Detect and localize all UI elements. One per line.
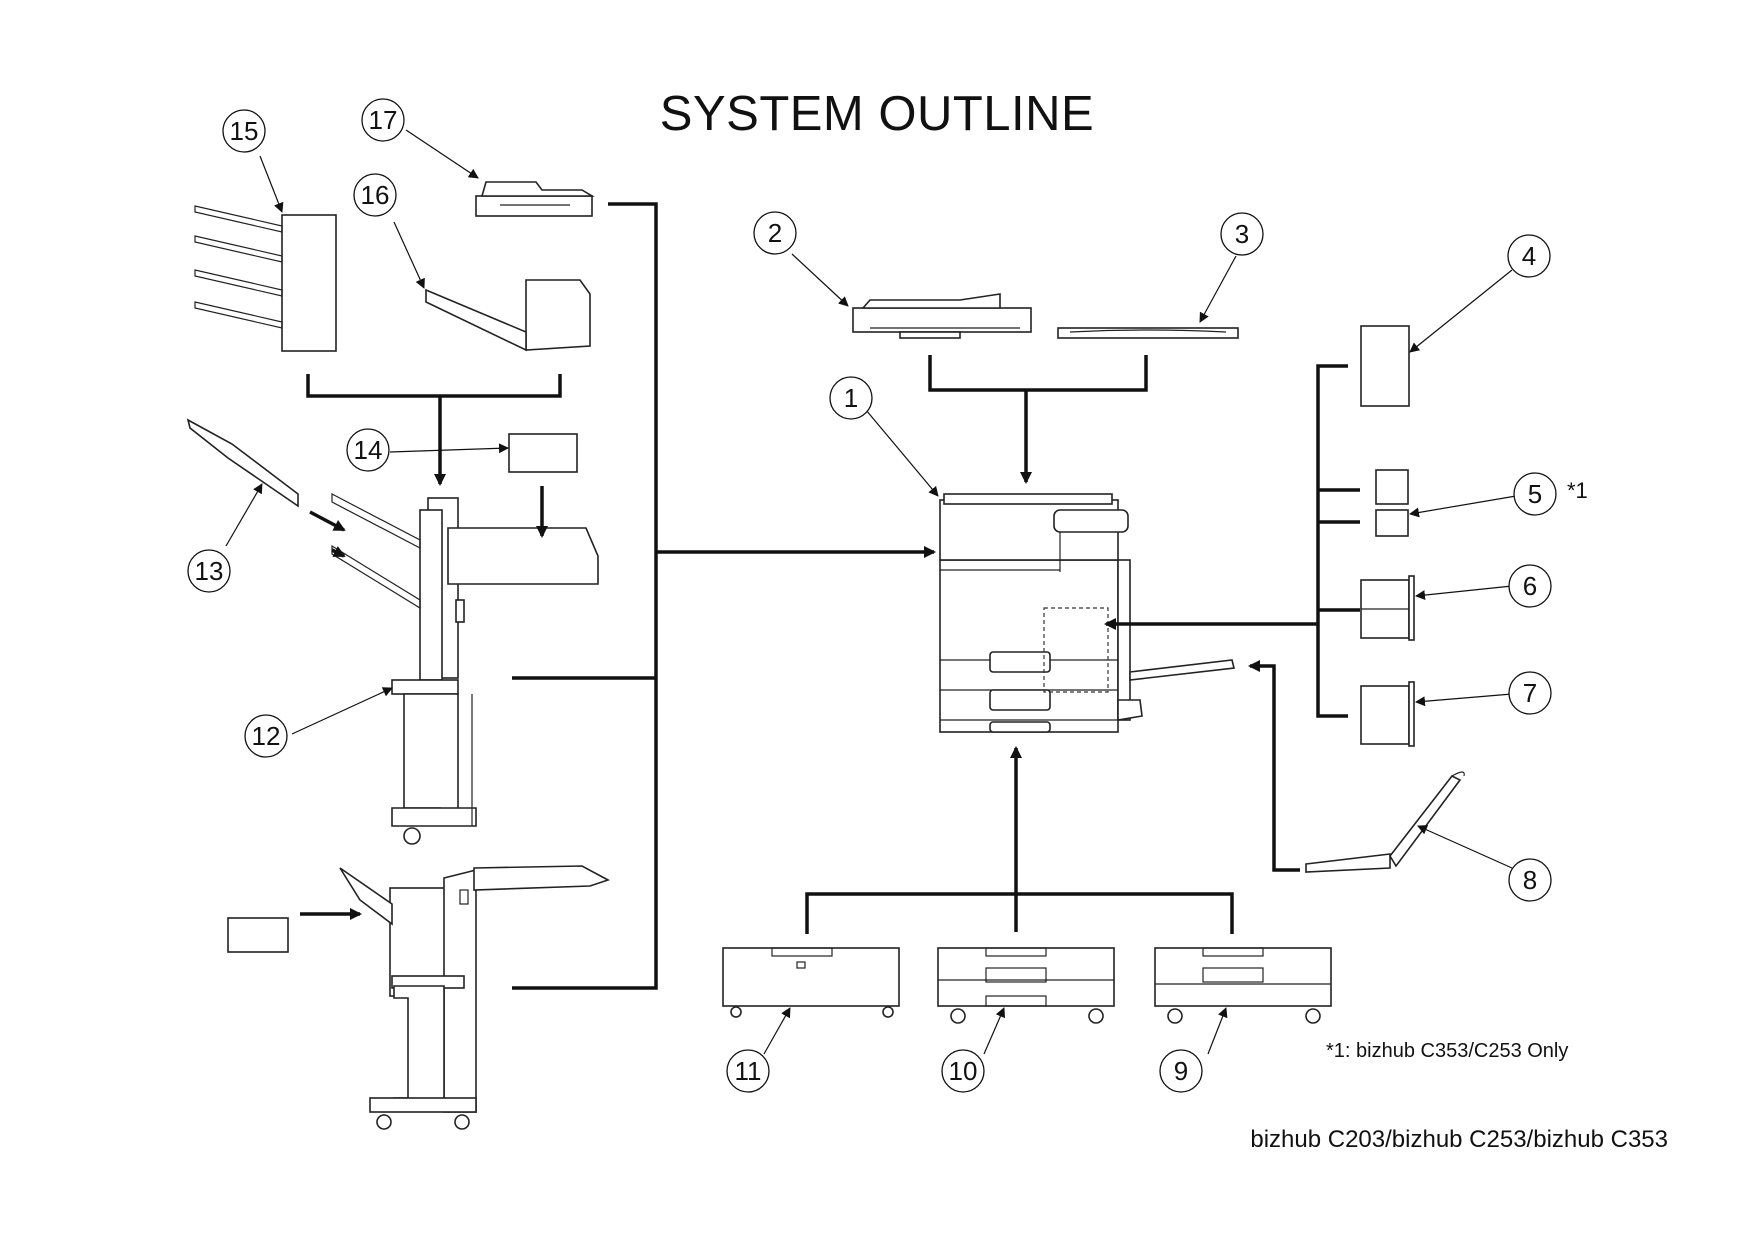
option-10 — [937, 947, 1115, 1024]
callout-11: 11 — [726, 1049, 770, 1093]
callout-1: 1 — [829, 376, 873, 420]
callout-5: 5 — [1513, 472, 1557, 516]
footnote-marker: *1 — [1567, 478, 1588, 503]
footnote: *1: bizhub C353/C253 Only — [1326, 1040, 1569, 1062]
svg-text:3: 3 — [1235, 219, 1249, 249]
svg-text:11: 11 — [735, 1056, 762, 1086]
option-14 — [508, 433, 578, 473]
callout-7: 7 — [1508, 671, 1552, 715]
svg-text:17: 17 — [369, 105, 398, 135]
leader-lines — [225, 129, 1517, 1055]
connection-lines — [300, 202, 1360, 990]
callout-12: 12 — [244, 714, 288, 758]
option-8 — [1305, 771, 1465, 873]
callout-3: 3 — [1220, 212, 1264, 256]
option-16 — [425, 279, 591, 352]
callout-10: 10 — [941, 1049, 985, 1093]
page-title: SYSTEM OUTLINE — [659, 87, 1095, 141]
original-cover-kit — [1057, 327, 1239, 339]
option-4 — [1360, 325, 1410, 407]
finisher-12 — [331, 493, 599, 845]
svg-text:13: 13 — [195, 556, 224, 586]
finisher-bottom — [227, 865, 611, 1130]
option-5 — [1375, 469, 1409, 537]
callout-17: 17 — [361, 98, 405, 142]
option-9 — [1154, 947, 1332, 1024]
callout-4: 4 — [1507, 234, 1551, 278]
callout-8: 8 — [1508, 858, 1552, 902]
reverse-automatic-document-feeder — [852, 293, 1032, 339]
svg-text:14: 14 — [354, 435, 383, 465]
svg-text:12: 12 — [252, 721, 281, 751]
svg-text:7: 7 — [1523, 678, 1537, 708]
option-7 — [1360, 681, 1415, 747]
svg-text:5: 5 — [1528, 479, 1542, 509]
option-6 — [1360, 575, 1415, 641]
callout-13: 13 — [187, 549, 231, 593]
main-unit — [939, 493, 1235, 733]
svg-text:15: 15 — [230, 116, 259, 146]
callout-2: 2 — [753, 211, 797, 255]
svg-text:16: 16 — [361, 180, 390, 210]
svg-text:2: 2 — [768, 218, 782, 248]
model-line: bizhub C203/bizhub C253/bizhub C353 — [1250, 1126, 1668, 1153]
option-11 — [722, 947, 900, 1018]
callout-14: 14 — [346, 428, 390, 472]
svg-text:9: 9 — [1174, 1056, 1188, 1086]
callout-15: 15 — [222, 109, 266, 153]
option-17 — [475, 181, 595, 217]
callout-16: 16 — [353, 173, 397, 217]
option-15 — [194, 205, 337, 352]
svg-text:6: 6 — [1523, 571, 1537, 601]
svg-text:1: 1 — [844, 383, 858, 413]
svg-text:10: 10 — [949, 1056, 978, 1086]
svg-text:4: 4 — [1522, 241, 1536, 271]
option-13 — [186, 418, 299, 508]
callout-9: 9 — [1159, 1049, 1203, 1093]
svg-text:8: 8 — [1523, 865, 1537, 895]
callout-6: 6 — [1508, 564, 1552, 608]
